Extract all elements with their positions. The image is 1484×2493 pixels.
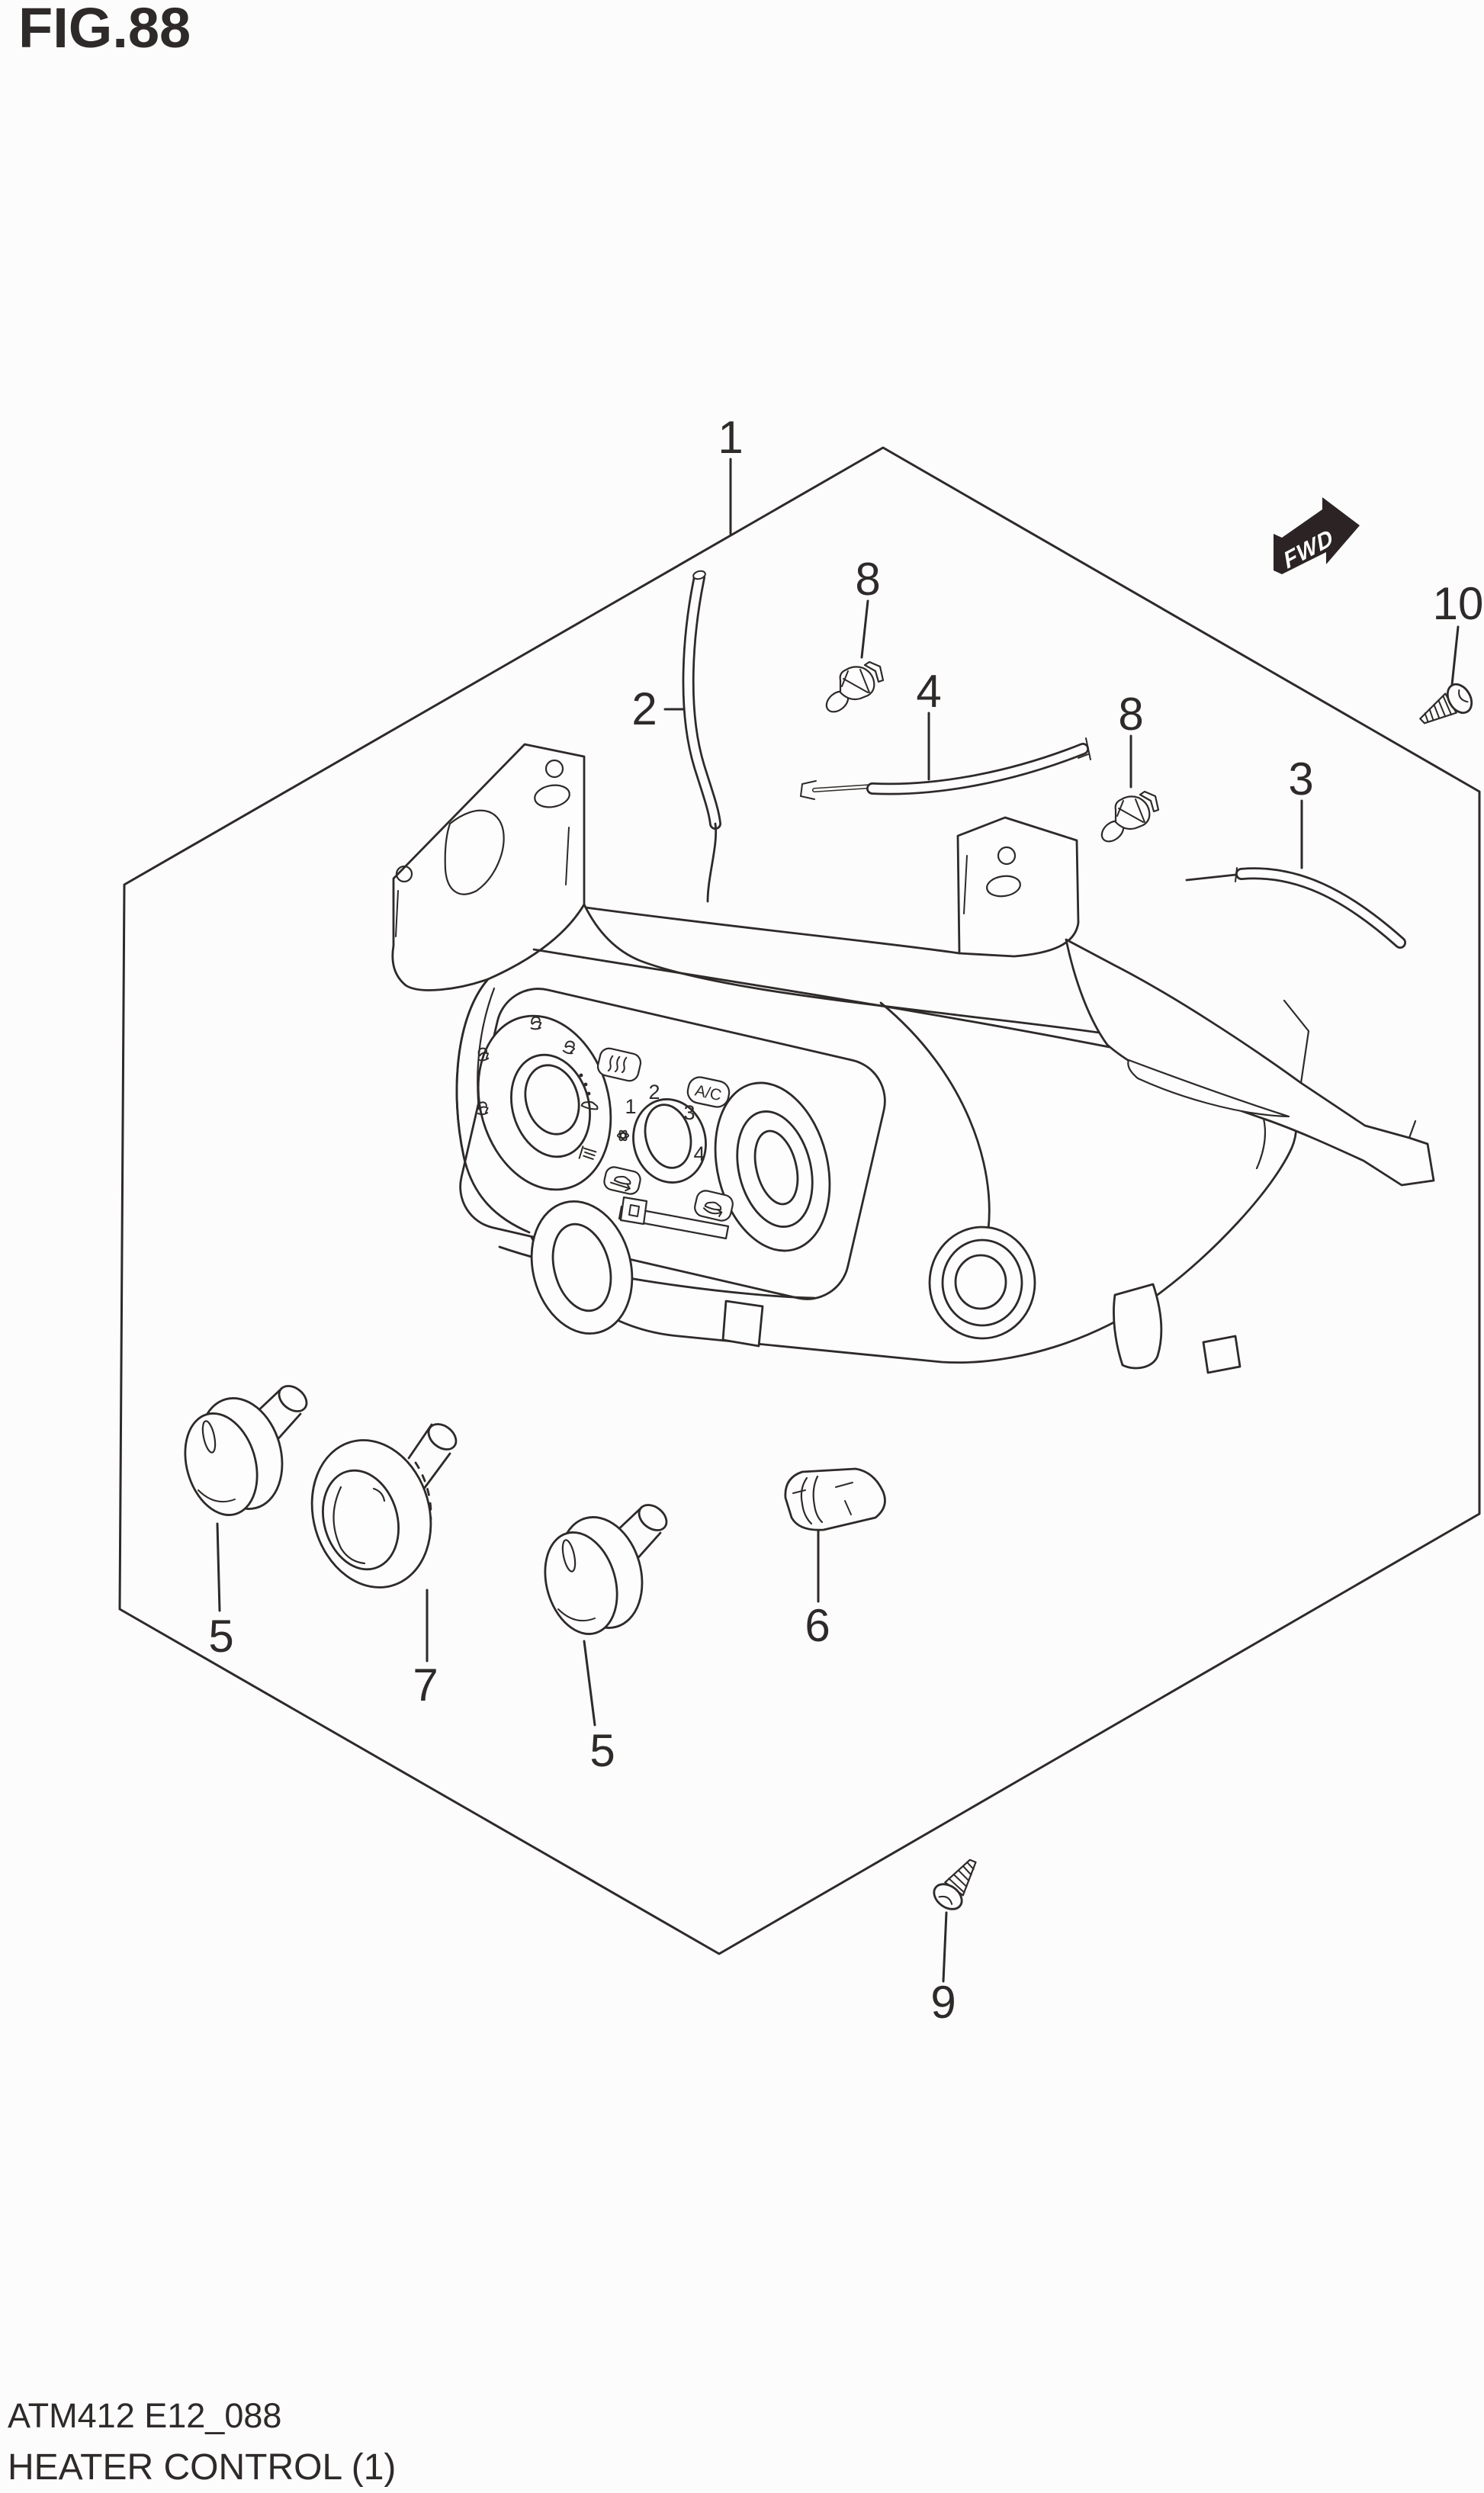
mount-foot [1113,1283,1163,1370]
callout-2: 2 [631,683,657,734]
slider-slot [618,1196,730,1240]
callout-7: 7 [413,1659,438,1711]
callout-8a: 8 [855,554,880,605]
dial-dot [586,1091,591,1096]
knob-5b [532,1499,673,1644]
control-cable-2 [682,570,721,903]
illumination-bulb-2 [1097,790,1160,847]
fwd-arrow: FWD [1274,497,1360,574]
fan-speed-4: 4 [693,1142,705,1165]
figure-number: FIG.88 [18,0,191,59]
callout-3: 3 [1288,753,1313,805]
fan-speed-2: 2 [648,1081,660,1104]
callout-4: 4 [916,666,941,717]
mount-foot [1202,1335,1241,1374]
dial-dot [583,1082,588,1087]
mounting-bracket-right [956,816,1080,958]
callout-6: 6 [805,1600,830,1651]
temp-dial [714,1081,831,1252]
bracket-arm [1065,938,1435,1187]
control-cable-4 [800,737,1091,800]
dial-dot [579,1073,583,1078]
control-cable-3 [1185,867,1406,949]
diagram-caption: HEATER CONTROL (1) [8,2447,397,2488]
ac-button: A/C [686,1076,731,1108]
recirc-button [694,1190,734,1222]
diagram-footer: ATM412 E12_088 HEATER CONTROL (1) [8,2396,396,2488]
mode-dial [474,1014,612,1191]
fan-speed-1: 1 [625,1095,636,1118]
knob-5a [172,1380,313,1525]
diagram-boundary [118,446,1481,1955]
screw-10 [1412,679,1478,735]
diagram-code: ATM412 E12_088 [8,2396,282,2435]
fan-icon [617,1129,629,1142]
screw-9 [928,1850,988,1916]
clip-6 [784,1467,886,1531]
knob-7 [310,1423,458,1589]
illumination-bulb-1 [821,660,885,717]
defrost-button [596,1047,642,1082]
bottom-left-ring [530,1200,634,1335]
fresh-air-button [603,1166,641,1195]
heater-control-assembly: A/C 1 2 3 4 [391,743,1435,1374]
leader-lines [216,458,1460,1983]
fan-dial: 1 2 3 4 [617,1081,707,1184]
callout-8b: 8 [1118,689,1143,740]
bottom-right-ring [928,1226,1036,1340]
callout-10: 10 [1433,578,1484,629]
fan-speed-3: 3 [683,1101,695,1124]
callout-9: 9 [930,1977,956,2028]
callout-1: 1 [718,412,743,463]
callout-5a: 5 [208,1611,233,1662]
mount-foot [721,1300,764,1348]
callout-5b: 5 [589,1725,615,1776]
